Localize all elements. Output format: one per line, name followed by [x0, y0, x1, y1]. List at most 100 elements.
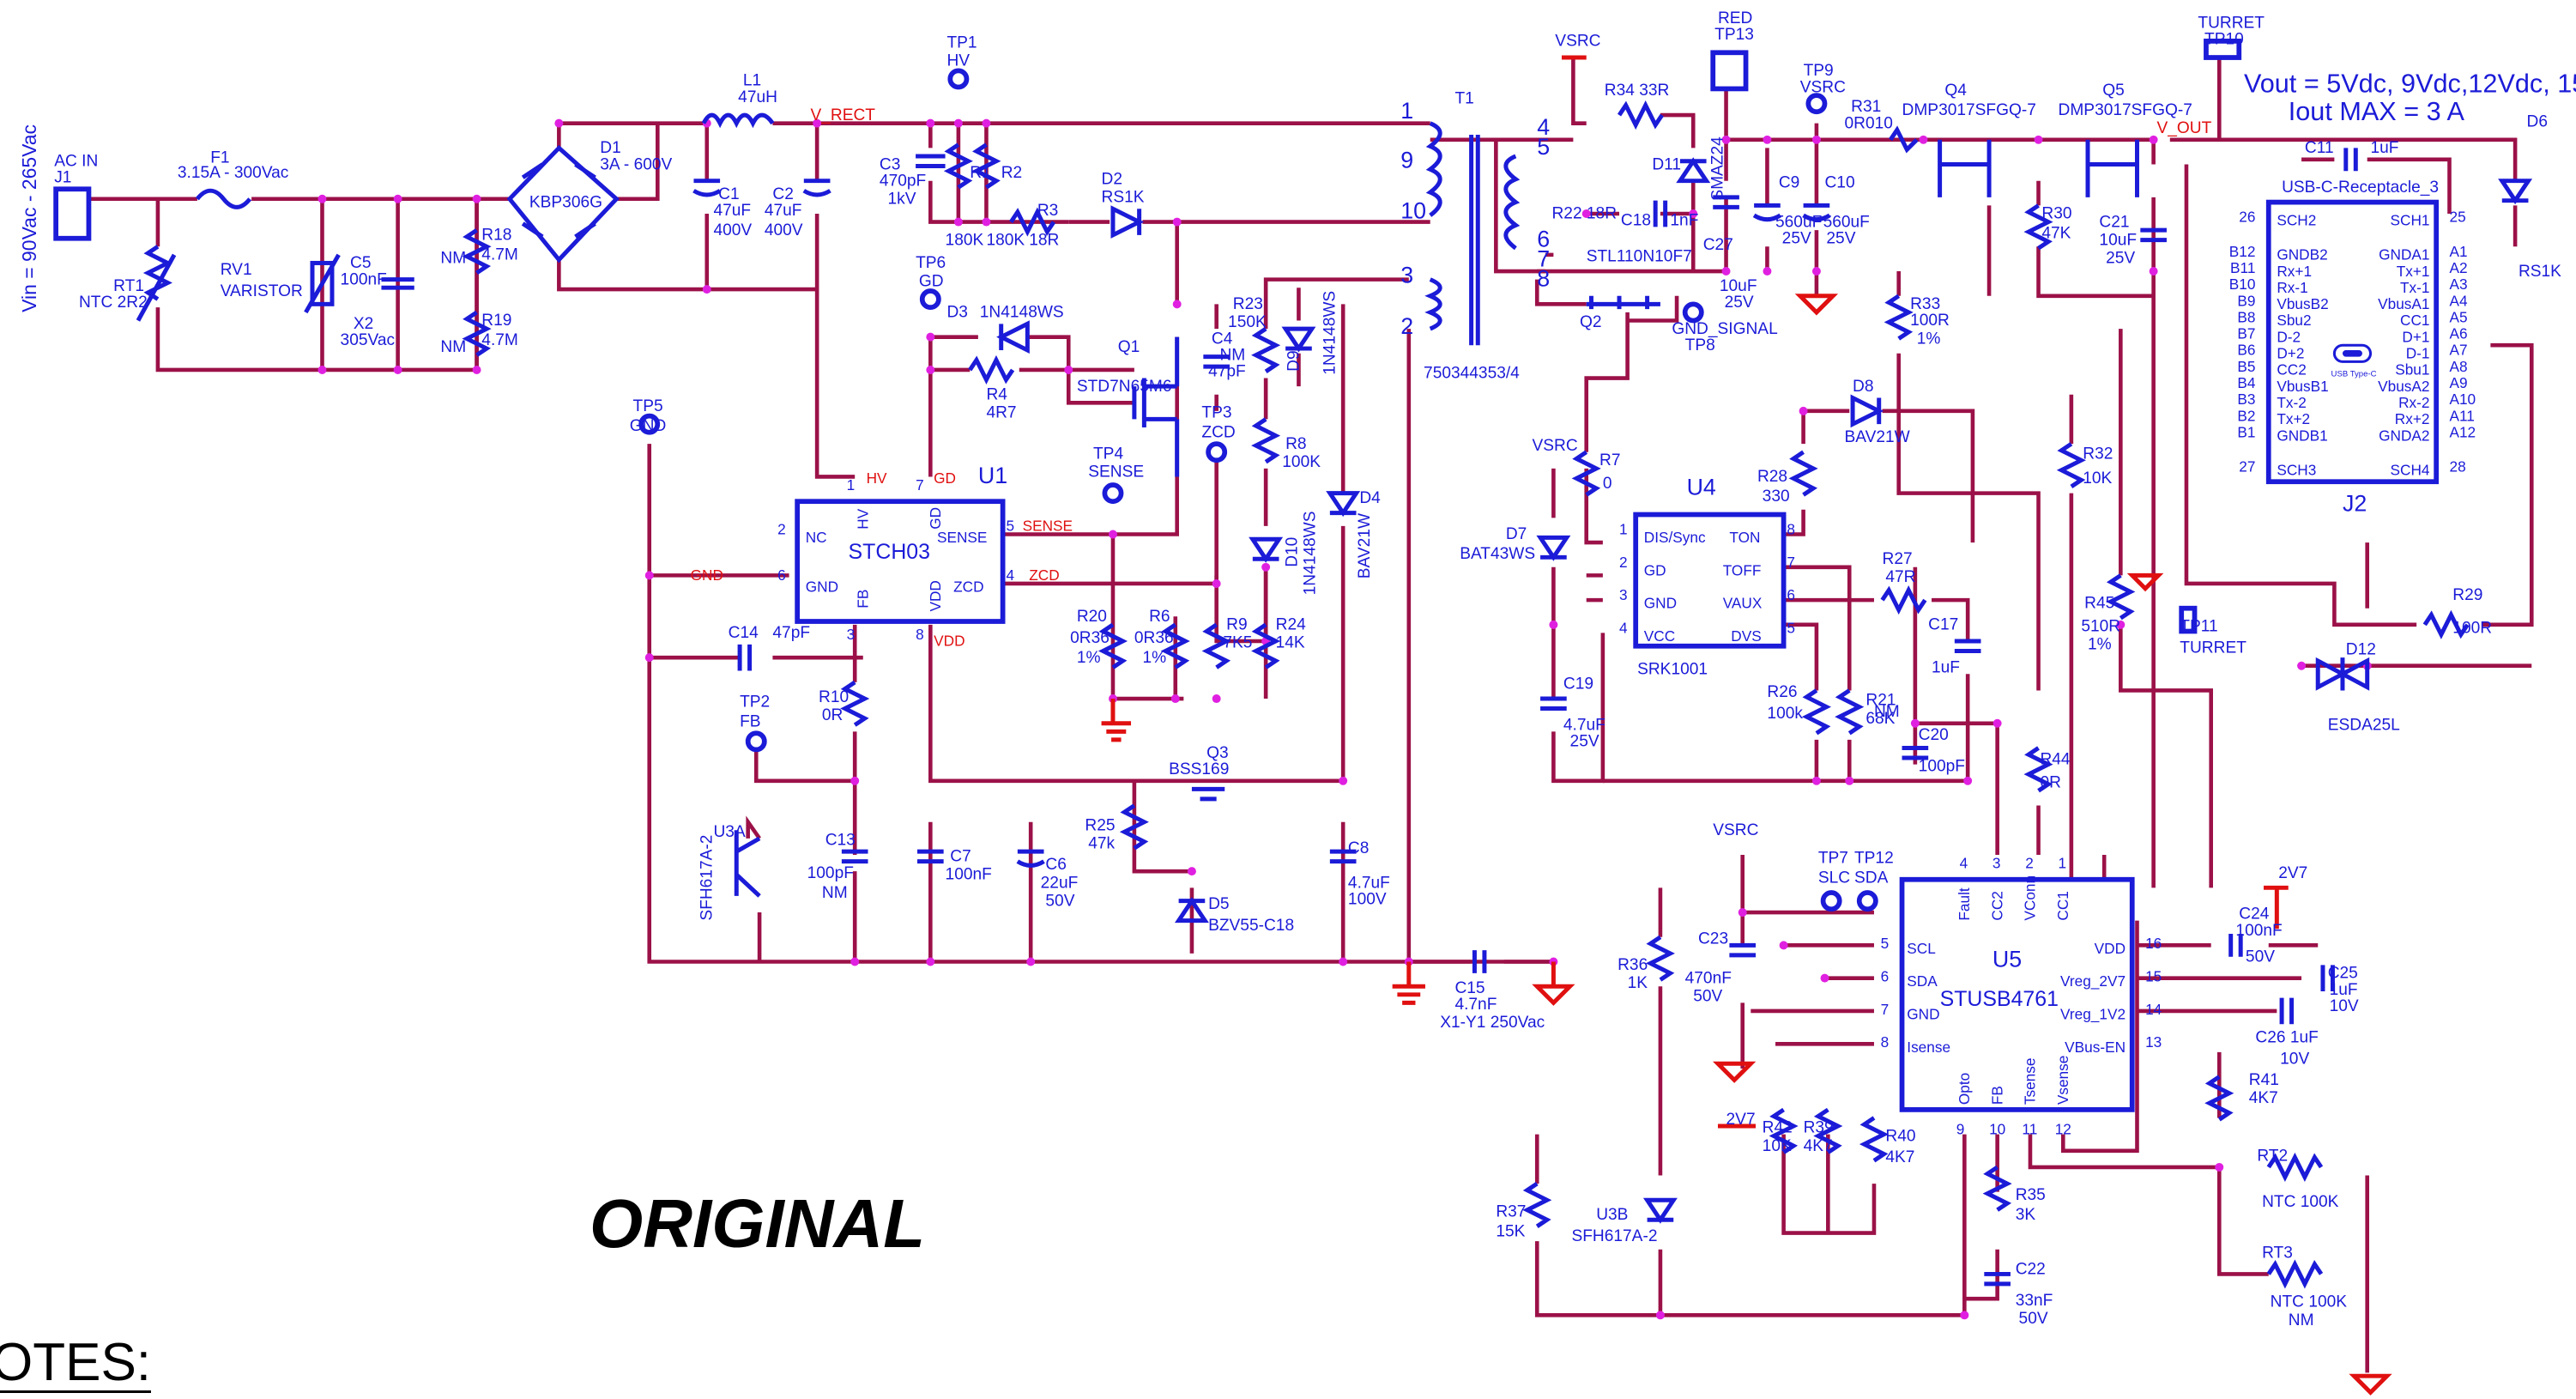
junction-dot: [554, 118, 564, 128]
rv1-label: RV1: [221, 261, 252, 279]
j2-right-pin-number: A3: [2449, 276, 2467, 293]
c4-label: C4: [1212, 330, 1233, 348]
u5-right-pin-number: 13: [2145, 1033, 2162, 1051]
junction-dot: [953, 118, 963, 128]
junction-dot: [317, 194, 327, 203]
junction-dot: [317, 365, 327, 374]
junction-dot: [1721, 267, 1731, 276]
u5-left-pin-number: 8: [1881, 1033, 1890, 1051]
tp8-label: TP8: [1685, 336, 1715, 354]
c27-label: C27: [1703, 236, 1733, 254]
u5-right-pin-label: VBus-EN: [2065, 1039, 2126, 1056]
rv1-value: VARISTOR: [221, 282, 303, 300]
junction-dots: [317, 118, 2372, 1320]
q3-value: BSS169: [1169, 760, 1229, 778]
junction-dot: [1172, 217, 1182, 227]
r10-value: 0R: [822, 706, 843, 724]
j2-left-pin-label: Tx-2: [2277, 394, 2306, 411]
j2-left-pin-number: B8: [2237, 308, 2255, 325]
d11-label: D11: [1652, 155, 1681, 173]
u4-pin-6: VAUX: [1723, 595, 1763, 612]
spec-iout: Iout MAX = 3 A: [2289, 97, 2465, 126]
q5-label: Q5: [2102, 82, 2125, 100]
c3-voltage: 1kV: [888, 191, 916, 209]
u4-pnum-2: 2: [1619, 554, 1628, 571]
c2-value: 47uF: [765, 202, 802, 220]
u5-left-pin-number: 7: [1881, 1001, 1890, 1018]
d5-value: BZV55-C18: [1208, 917, 1294, 935]
c1-voltage: 400V: [713, 221, 752, 239]
d7-label: D7: [1506, 525, 1527, 543]
c3-value: 470pF: [880, 172, 926, 190]
r45-tol: 1%: [2088, 636, 2112, 654]
r3-label: R3: [1037, 202, 1058, 220]
c27-voltage: 25V: [1725, 294, 1754, 312]
junction-dot: [982, 118, 991, 128]
vsrc-mid: VSRC: [1532, 437, 1577, 455]
junction-dot: [1689, 209, 1698, 218]
net-zcd: ZCD: [1029, 566, 1059, 584]
r31-label: R31: [1851, 98, 1881, 116]
junction-dot: [1779, 941, 1788, 950]
rt3-label: RT3: [2262, 1244, 2293, 1262]
u5-top-pin-label: VConn: [2022, 875, 2039, 921]
tp3-net: ZCD: [1201, 423, 1235, 441]
u5-top-pin-label: Fault: [1956, 887, 1973, 921]
r19-value: 4.7M: [481, 331, 518, 349]
junction-dot: [1581, 209, 1591, 218]
r3-value: 18R: [1029, 231, 1059, 249]
u5-bottom-pin-label: FB: [1988, 1086, 2005, 1105]
junction-dot: [393, 194, 402, 203]
t1-pin-8: 8: [1537, 265, 1550, 291]
c18-value: 1nF: [1670, 211, 1698, 229]
x2-label: X2: [354, 315, 373, 333]
f1-value: 3.15A - 300Vac: [178, 164, 289, 182]
r31-value: 0R010: [1844, 114, 1892, 132]
t1-value: 750344353/4: [1424, 365, 1520, 383]
v-out-net: V_OUT: [2156, 119, 2211, 137]
u1-pnum-8: 8: [916, 626, 924, 643]
c2-label: C2: [772, 185, 793, 203]
r2-label: R2: [1001, 164, 1022, 182]
u1-pin-zcd: ZCD: [953, 578, 983, 596]
u5-right-pin-label: Vreg_2V7: [2060, 972, 2126, 990]
u5-top-pin-number: 1: [2059, 854, 2067, 871]
d2-value: RS1K: [1102, 189, 1145, 207]
j2-left-pin-label: Rx+1: [2277, 263, 2312, 280]
junction-dot: [1763, 135, 1772, 144]
junction-dot: [1799, 406, 1808, 415]
junction-dot: [1963, 776, 1973, 785]
c24-label: C24: [2239, 905, 2269, 924]
junction-dot: [850, 957, 860, 966]
j2-left-pin-number: 27: [2239, 458, 2255, 475]
d12-value: ESDA25L: [2328, 716, 2400, 734]
junction-dot: [1811, 267, 1821, 276]
u5-top-pin-label: CC2: [1988, 891, 2005, 920]
t1-pin-1: 1: [1400, 98, 1413, 124]
c24-voltage: 50V: [2246, 948, 2275, 966]
j2-right-pin-number: A1: [2449, 243, 2467, 260]
junction-dot: [2149, 135, 2158, 144]
j2-right-pin-label: Tx+1: [2397, 263, 2430, 280]
r30-value: 47K: [2041, 225, 2071, 243]
t1-pin-2: 2: [1400, 313, 1413, 339]
spec-vout: Vout = 5Vdc, 9Vdc,12Vdc, 15Vdc, 20Vdc: [2244, 69, 2576, 98]
c21-label: C21: [2099, 213, 2129, 231]
junction-dot: [1738, 908, 1747, 918]
j2-left-pin-number: B1: [2237, 423, 2255, 440]
u4-pin-1: DIS/Sync: [1644, 529, 1706, 546]
tp5-net: GND: [630, 417, 667, 435]
tp9-net: VSRC: [1800, 78, 1846, 96]
u5-bottom-pin-number: 12: [2055, 1121, 2071, 1138]
tp12-label: TP12: [1854, 850, 1894, 868]
j2-right-pin-number: A6: [2449, 325, 2467, 342]
j2-left-pin-number: B10: [2229, 276, 2256, 293]
net-vdd: VDD: [934, 633, 964, 650]
ground-symbols: [1101, 55, 2392, 1396]
c25-voltage: 10V: [2330, 997, 2359, 1015]
net-gnd: GND: [691, 566, 723, 584]
junction-dot: [1212, 578, 1221, 588]
u1-pnum-3: 3: [847, 626, 856, 643]
j2-right-pin-number: A12: [2449, 423, 2476, 440]
